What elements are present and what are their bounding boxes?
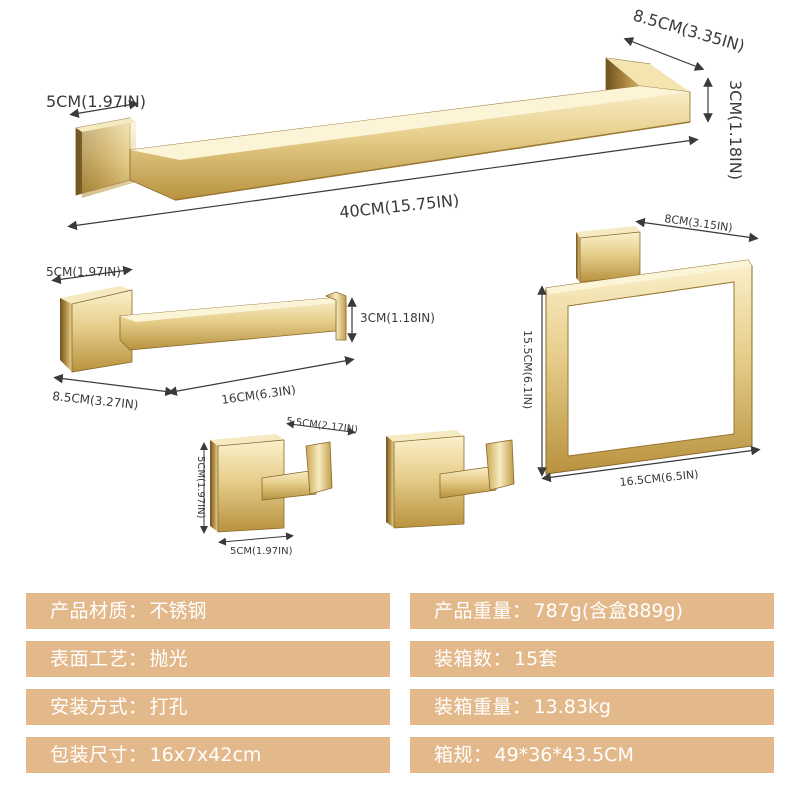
spec-label: 产品重量：: [434, 600, 532, 622]
paper-holder: [60, 286, 347, 373]
spec-label: 包装尺寸：: [50, 744, 148, 766]
product-dimension-diagram: 5CM(1.97IN) 8.5CM(3.35IN) 3CM(1.18IN) 40…: [46, 6, 761, 557]
paper-holder-depth-dim: 8.5CM(3.27IN): [52, 389, 139, 412]
spec-value: 打孔: [149, 696, 188, 718]
spec-value: 抛光: [149, 648, 188, 670]
spec-label: 产品材质：: [50, 600, 148, 622]
towel-ring-height-dim: 15.5CM(6.1IN): [521, 330, 534, 409]
robe-hook-2: [386, 430, 515, 529]
spec-package-size: 包装尺寸：16x7x42cm: [26, 737, 390, 773]
towel-bar-length-dim: 40CM(15.75IN): [338, 191, 460, 222]
robe-hook-1: [210, 434, 333, 533]
towel-bar-height-dim: 3CM(1.18IN): [726, 80, 745, 180]
spec-label: 表面工艺：: [50, 648, 148, 670]
spec-value: 787g(含盒889g): [533, 600, 683, 622]
towel-bar-base-dim: 5CM(1.97IN): [46, 92, 146, 111]
spec-box-weight: 装箱重量：13.83kg: [410, 689, 774, 725]
spec-label: 装箱数：: [434, 648, 513, 670]
towel-bar: [75, 57, 691, 201]
spec-label: 箱规：: [434, 744, 493, 766]
spec-label: 安装方式：: [50, 696, 148, 718]
towel-ring-depth-dim: 8CM(3.15IN): [664, 212, 734, 234]
spec-material: 产品材质：不锈钢: [26, 593, 390, 629]
paper-holder-base-dim: 5CM(1.97IN): [46, 265, 121, 279]
towel-ring: [545, 226, 753, 475]
spec-value: 13.83kg: [533, 696, 611, 718]
spec-weight: 产品重量：787g(含盒889g): [410, 593, 774, 629]
spec-value: 不锈钢: [149, 600, 207, 622]
spec-value: 15套: [514, 648, 558, 670]
paper-holder-height-dim: 3CM(1.18IN): [360, 311, 435, 325]
spec-finish: 表面工艺：抛光: [26, 641, 390, 677]
spec-label: 装箱重量：: [434, 696, 532, 718]
hook-width-dim: 5CM(1.97IN): [230, 546, 293, 557]
paper-holder-length-dim: 16CM(6.3IN): [220, 383, 296, 407]
spec-box-quantity: 装箱数：15套: [410, 641, 774, 677]
spec-value: 49*36*43.5CM: [494, 744, 634, 766]
spec-installation: 安装方式：打孔: [26, 689, 390, 725]
hook-height-dim: 5CM(1.97IN): [195, 456, 206, 519]
towel-ring-width-dim: 16.5CM(6.5IN): [619, 468, 699, 489]
spec-carton-size: 箱规：49*36*43.5CM: [410, 737, 774, 773]
hook-depth-dim: 5.5CM(2.17IN): [286, 416, 359, 436]
spec-value: 16x7x42cm: [149, 744, 262, 766]
